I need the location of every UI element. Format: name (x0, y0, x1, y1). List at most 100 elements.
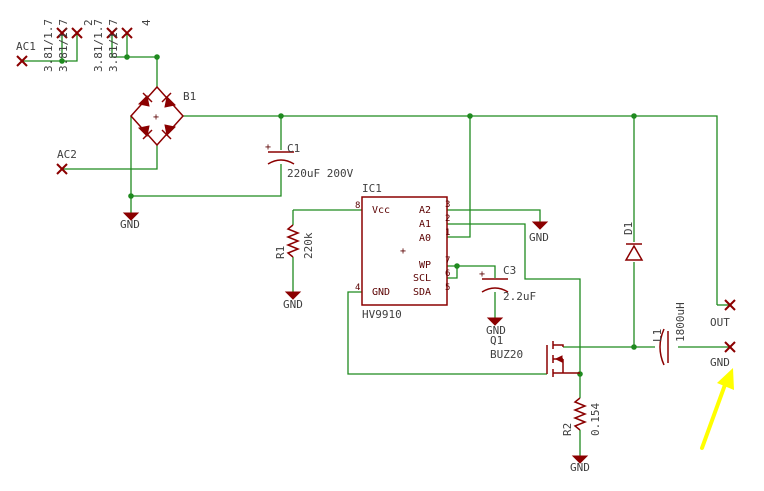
wire-gnd-gate (347, 291, 547, 375)
gnd-label: GND (529, 231, 549, 244)
out-terminal: OUT (710, 299, 736, 329)
x-terminal-icon (71, 27, 83, 39)
junction (154, 54, 160, 60)
c1-label: C1 (287, 142, 300, 155)
ic1-pin-name: Vcc (372, 205, 390, 216)
b1-label: B1 (183, 90, 196, 103)
connector-pin3-value: 3.81/1.7 (92, 19, 105, 72)
ac2-label: AC2 (57, 148, 77, 161)
wire-ac2 (62, 145, 158, 170)
r2-zigzag (572, 397, 588, 431)
ic1-pin-num: 3 (445, 200, 450, 210)
capacitor-c1: + C1 220uF 200V (265, 142, 354, 180)
diode-icon (137, 92, 153, 107)
l1-value: 1800uH (674, 302, 687, 342)
connector-pin4-value: 3.81/1.7 (107, 19, 120, 72)
bridge-center-mark: + (153, 112, 159, 123)
ic1-label: IC1 (362, 182, 382, 195)
junction (467, 113, 473, 119)
gnd-label: GND (283, 298, 303, 311)
wire-to-bridge-top (127, 56, 158, 87)
diode-icon (161, 124, 177, 140)
ic1-pin-num: 1 (445, 228, 450, 238)
q1-arrow-icon (554, 355, 563, 363)
ac1-terminal: AC1 (16, 40, 36, 67)
ic1-pin-num: 5 (445, 283, 450, 293)
mosfet-q1: Q1 BUZ20 (490, 334, 580, 377)
gnd-symbol: GND (570, 455, 590, 474)
x-terminal-icon (121, 27, 133, 39)
ground-icon (571, 455, 589, 464)
wire-a2-gnd (447, 209, 541, 222)
wire-a0-rail (447, 116, 471, 238)
wire-positive-rail (183, 115, 718, 305)
connector-pin1-value: 3.81/1.7 (42, 19, 55, 72)
gnd-symbol: GND (120, 212, 140, 231)
diode-icon (137, 125, 153, 140)
gnd-symbol: GND (529, 221, 549, 244)
wire-c3-top (457, 265, 496, 278)
ac2-terminal: AC2 (56, 148, 77, 175)
wire-conn34 (111, 33, 128, 58)
x-terminal-icon (16, 55, 28, 67)
c3-polarity-mark: + (479, 269, 485, 280)
junction (59, 58, 65, 64)
diode-d1: D1 (622, 222, 644, 261)
wires (22, 33, 730, 456)
c3-label: C3 (503, 264, 516, 277)
ic1-part: HV9910 (362, 308, 402, 321)
d1-body (624, 244, 644, 261)
junction (577, 371, 583, 377)
c1-plate-bottom (267, 159, 295, 165)
c1-value: 220uF 200V (287, 167, 354, 180)
ic1-pin-num: 7 (445, 256, 450, 266)
junction (128, 193, 134, 199)
bridge-outline (129, 85, 185, 147)
gnd-label: GND (486, 324, 506, 337)
gnd-label: GND (570, 461, 590, 474)
ic1-pin-name: WP (419, 260, 431, 271)
junction (631, 113, 637, 119)
resistor-r2: R2 0.154 (561, 397, 602, 436)
q1-drain (553, 344, 564, 347)
annotation-arrow-icon (700, 368, 734, 450)
r2-value: 0.154 (589, 403, 602, 436)
junctions (59, 54, 637, 377)
r1-value: 220k (302, 232, 315, 259)
ground-icon (284, 291, 302, 300)
r2-label: R2 (561, 423, 574, 436)
junction (631, 344, 637, 350)
gnd-terminal: GND (710, 341, 736, 369)
bridge-rectifier: + B1 (129, 85, 196, 147)
c3-value: 2.2uF (503, 290, 536, 303)
x-terminal-icon (724, 341, 736, 353)
ic1-pin-num: 6 (445, 269, 450, 279)
ic1-pin-name: SCL (413, 273, 431, 284)
wire-wp-scl (447, 265, 458, 279)
x-terminal-icon (56, 163, 68, 175)
r1-zigzag (285, 224, 301, 258)
connector-pin2-value: 3.81/1.7 (57, 19, 70, 72)
wire-conn12 (61, 33, 78, 62)
c1-polarity-mark: + (265, 142, 271, 153)
junction (124, 54, 130, 60)
ic1: IC1 HV9910 + 8 Vcc 4 GND 3 A2 2 A1 1 A0 … (355, 182, 450, 321)
diode-icon (161, 92, 177, 108)
connector: 3.81/1.7 3.81/1.7 3.81/1.7 3.81/1.7 2 4 (42, 19, 153, 72)
ic1-pin-num: 2 (445, 214, 450, 224)
ic1-pin-name: A2 (419, 205, 431, 216)
ground-icon (122, 212, 140, 221)
out-label: OUT (710, 316, 730, 329)
r1-label: R1 (274, 246, 287, 259)
gnd-symbol: GND (283, 291, 303, 311)
ic1-pin-num: 8 (355, 201, 360, 211)
gnd-symbol: GND (486, 317, 506, 337)
ground-icon (531, 221, 549, 230)
ac1-label: AC1 (16, 40, 36, 53)
ic1-pin-name: A1 (419, 219, 431, 230)
connector-pin2-number: 2 (82, 19, 95, 26)
junction (278, 113, 284, 119)
ground-icon (486, 317, 504, 326)
x-terminal-icon (724, 299, 736, 311)
